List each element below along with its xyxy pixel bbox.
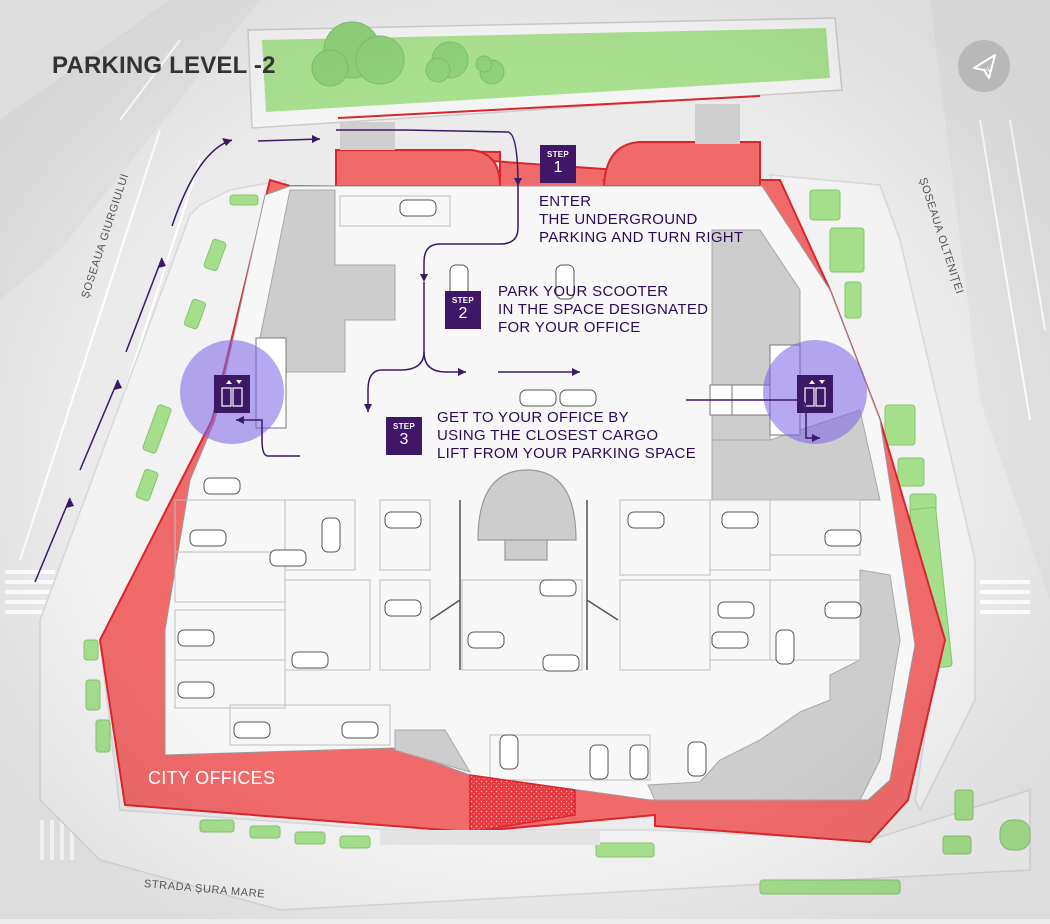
step-2-text: PARK YOUR SCOOTER IN THE SPACE DESIGNATE…	[498, 283, 708, 337]
step-2-line-2: IN THE SPACE DESIGNATED	[498, 301, 709, 318]
step-1-number: 1	[553, 159, 563, 176]
step-3-number: 3	[399, 431, 409, 448]
step-3-line-2: USING THE CLOSEST CARGO	[437, 427, 659, 444]
step-2-number: 2	[458, 305, 468, 322]
step-1-line-1: ENTER	[539, 193, 592, 210]
step-2-badge: STEP 2	[445, 291, 481, 329]
step-1-line-3: PARKING AND TURN RIGHT	[539, 229, 744, 246]
step-1-text: ENTER THE UNDERGROUND PARKING AND TURN R…	[539, 193, 743, 247]
step-2-word: STEP	[451, 296, 475, 305]
step-1-word: STEP	[546, 150, 570, 159]
step-3-badge: STEP 3	[386, 417, 422, 455]
step-3-word: STEP	[392, 422, 416, 431]
page-title: PARKING LEVEL -2	[52, 52, 276, 79]
step-3-line-1: GET TO YOUR OFFICE BY	[437, 409, 629, 426]
city-offices-label: CITY OFFICES	[148, 768, 276, 788]
step-3-line-3: LIFT FROM YOUR PARKING SPACE	[437, 445, 696, 462]
step-3-text: GET TO YOUR OFFICE BY USING THE CLOSEST …	[437, 409, 696, 463]
step-2-line-3: FOR YOUR OFFICE	[498, 319, 641, 336]
step-1-line-2: THE UNDERGROUND	[539, 211, 698, 228]
compass-icon[interactable]: N	[958, 40, 1010, 92]
svg-text:N: N	[983, 65, 993, 76]
step-2-line-1: PARK YOUR SCOOTER	[498, 283, 669, 300]
step-1-badge: STEP 1	[540, 145, 576, 183]
